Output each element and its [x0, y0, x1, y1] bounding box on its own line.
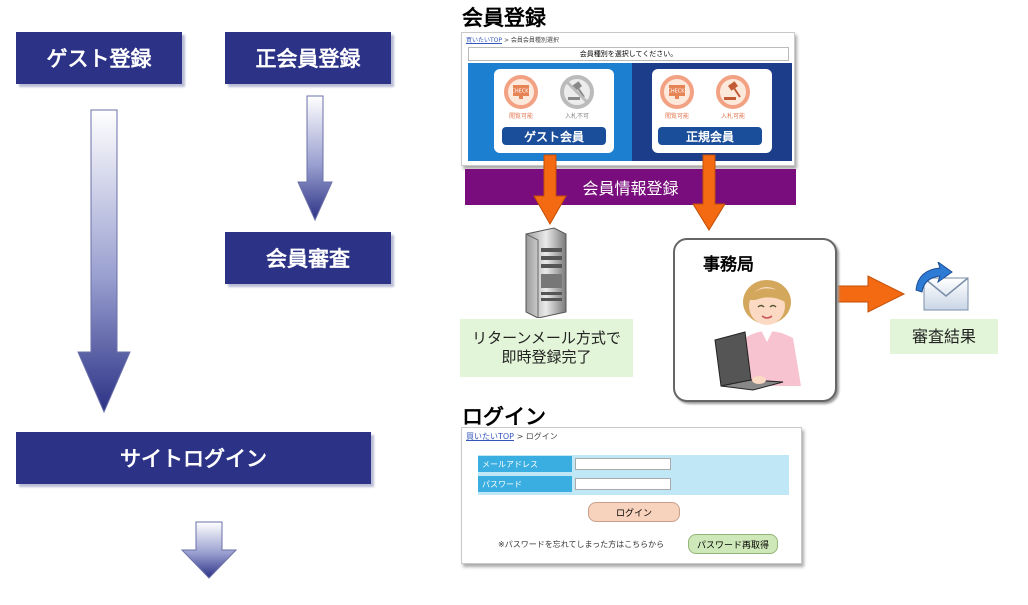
check-monitor-icon: CHECK!	[660, 75, 694, 109]
registration-breadcrumb: 買いたいTOP > 会員会員種別選択	[466, 37, 559, 44]
member-review-box: 会員審査	[225, 232, 391, 284]
registration-title: 会員登録	[462, 6, 546, 30]
server-icon	[525, 227, 567, 318]
reissue-password-button[interactable]: パスワード再取得	[688, 534, 778, 554]
mail-icon	[915, 262, 969, 311]
guest-member-button[interactable]: ゲスト会員	[502, 127, 606, 145]
forgot-password-text: ※パスワードを忘れてしまった方はこちらから	[498, 540, 665, 549]
member-info-registration-bar: 会員情報登録	[465, 169, 796, 205]
regular-registration-label: 正会員登録	[255, 47, 361, 71]
review-result-note: 審査結果	[890, 319, 998, 354]
check-monitor-icon: CHECK!	[504, 75, 538, 109]
regular-icon1-caption: 閲覧可能	[664, 113, 689, 120]
regular-to-office-arrow	[692, 154, 726, 231]
prompt-bar: 会員種別を選択してください。	[468, 47, 789, 61]
guest-icon1-caption: 閲覧可能	[508, 113, 533, 120]
guest-registration-label: ゲスト登録	[46, 47, 152, 71]
svg-text:CHECK!: CHECK!	[667, 89, 686, 95]
office-label: 事務局	[703, 255, 754, 275]
guest-icon2-caption: 入札不可	[564, 113, 589, 120]
guest-to-login-arrow	[77, 109, 131, 414]
gavel-disabled-icon	[560, 75, 594, 109]
regular-member-button[interactable]: 正規会員	[658, 127, 762, 145]
regular-to-review-arrow	[297, 95, 333, 222]
email-input[interactable]	[575, 458, 671, 470]
login-title: ログイン	[462, 405, 546, 429]
guest-registration-box: ゲスト登録	[16, 32, 182, 84]
login-down-arrow	[180, 521, 238, 579]
svg-text:CHECK!: CHECK!	[511, 89, 530, 95]
registration-screen: 買いたいTOP > 会員会員種別選択 会員種別を選択してください。 CHECK!…	[461, 32, 795, 166]
login-breadcrumb: 買いたいTOP > ログイン	[466, 432, 558, 441]
password-input[interactable]	[575, 478, 671, 490]
login-button[interactable]: ログイン	[588, 502, 680, 522]
login-screen: 買いたいTOP > ログイン メールアドレス パスワード ログイン ※パスワード…	[461, 427, 802, 564]
email-label: メールアドレス	[478, 456, 572, 472]
site-login-label: サイトログイン	[120, 447, 267, 471]
return-mail-note: リターンメール方式で 即時登録完了	[460, 319, 633, 377]
login-form-panel: メールアドレス パスワード	[478, 455, 789, 495]
registration-crumb-link[interactable]: 買いたいTOP	[466, 37, 503, 44]
site-login-box: サイトログイン	[16, 432, 371, 484]
office-box: 事務局	[673, 238, 837, 402]
gavel-icon	[716, 75, 750, 109]
login-crumb-link[interactable]: 買いたいTOP	[466, 432, 515, 441]
member-review-label: 会員審査	[266, 247, 350, 271]
password-label: パスワード	[478, 476, 572, 492]
guest-member-panel[interactable]: CHECK! 閲覧可能 入札不可 ゲスト会員	[468, 63, 632, 161]
regular-member-panel[interactable]: CHECK! 閲覧可能 入札可能 正規会員	[632, 63, 792, 161]
office-lady-icon	[714, 280, 801, 391]
regular-icon2-caption: 入札可能	[720, 113, 745, 120]
guest-to-server-arrow	[533, 154, 567, 226]
regular-registration-box: 正会員登録	[225, 32, 391, 84]
